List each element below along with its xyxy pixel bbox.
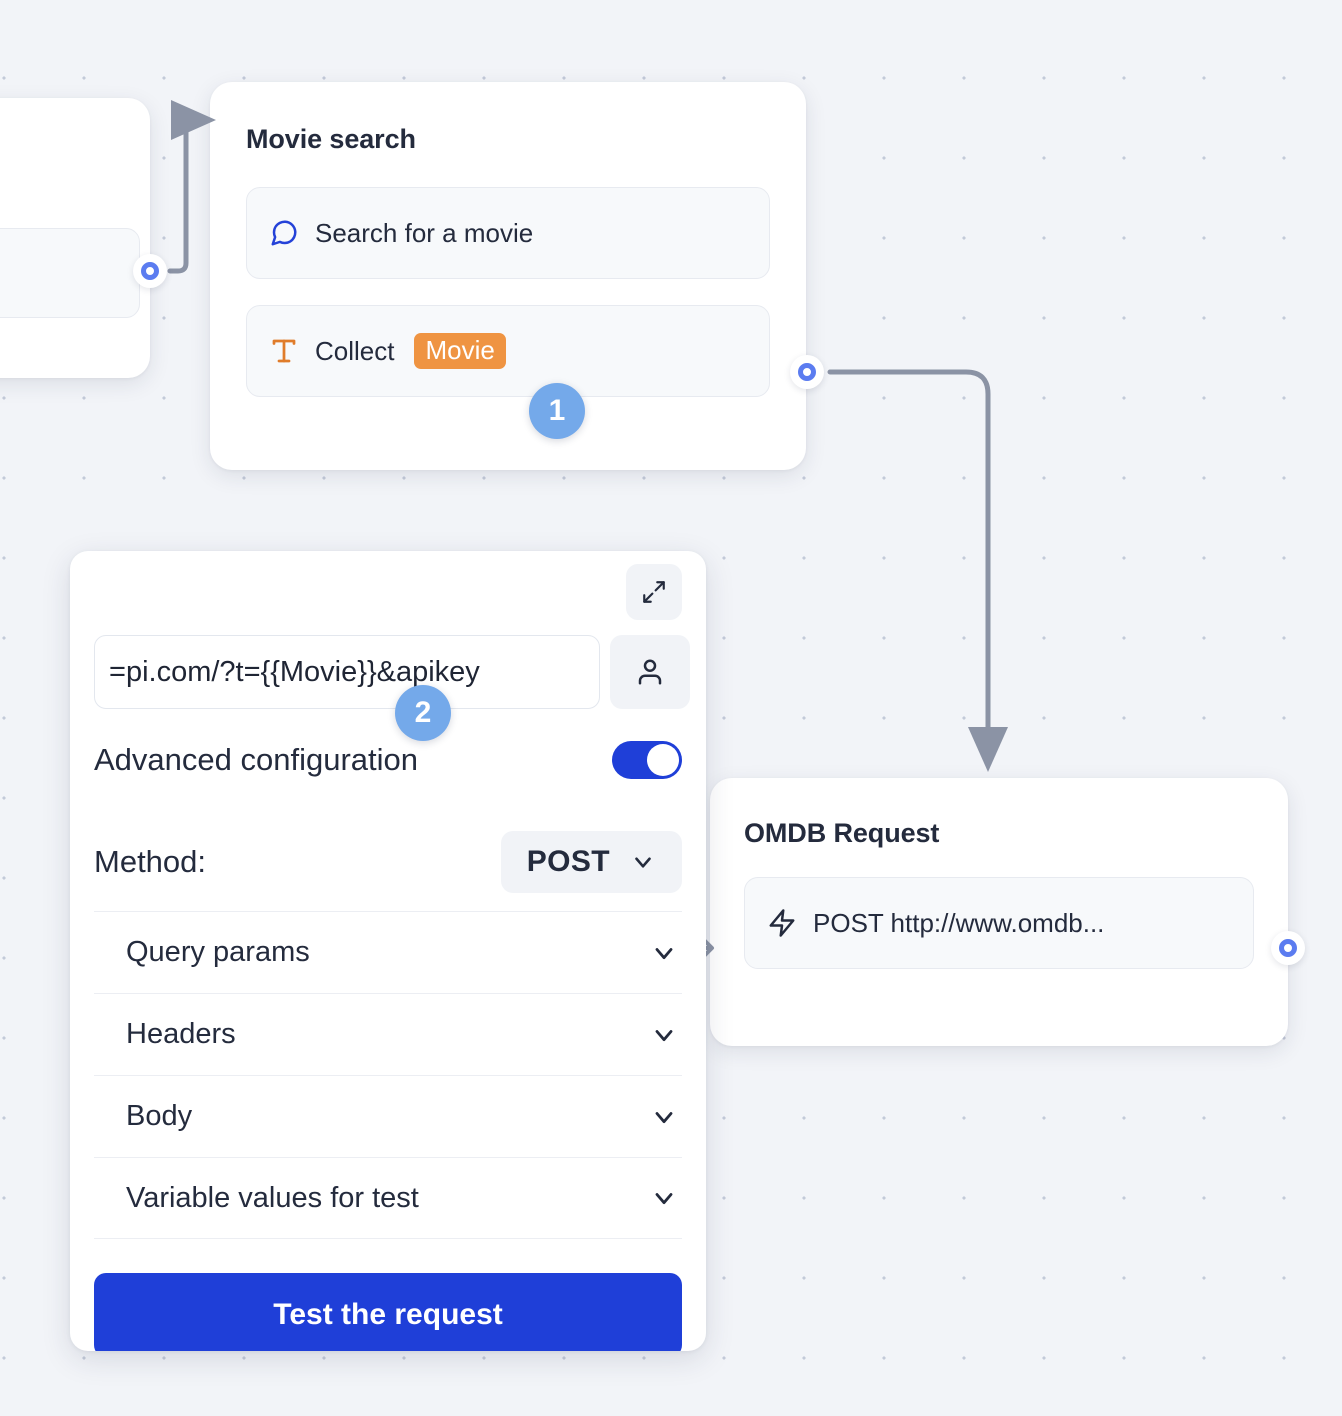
edge-movie-to-omdb xyxy=(827,369,1008,772)
expand-diagonal-icon-button[interactable] xyxy=(626,564,682,620)
node-title-movie-search: Movie search xyxy=(246,124,416,154)
variable-token-movie[interactable]: Movie xyxy=(414,332,506,370)
node-row-omdb-post[interactable]: POST http://www.omdb... xyxy=(744,877,1254,969)
node-row-label-omdb: POST http://www.omdb... xyxy=(813,907,1105,938)
chevron-down-icon[interactable] xyxy=(650,1103,678,1131)
chevron-down-icon[interactable] xyxy=(650,1184,678,1212)
method-value: POST xyxy=(526,845,610,878)
accordion-label-body: Body xyxy=(126,1100,193,1132)
person-icon-button[interactable] xyxy=(610,635,690,709)
step-badge-1: 1 xyxy=(529,383,585,439)
url-row[interactable] xyxy=(94,635,690,709)
node-card-movie-search[interactable]: Movie search Search for a movie Collect … xyxy=(210,82,806,470)
node-row-label-search: Search for a movie xyxy=(315,217,534,248)
node-title-omdb: OMDB Request xyxy=(744,818,940,848)
accordion-label-headers: Headers xyxy=(126,1018,236,1050)
node-row-search-for-a-movie[interactable]: Search for a movie xyxy=(246,187,770,279)
method-label: Method: xyxy=(94,844,207,879)
step-badge-2: 2 xyxy=(395,685,451,741)
request-config-panel[interactable]: Advanced configuration Method: POST Quer… xyxy=(70,551,706,1351)
zap-icon xyxy=(767,908,797,938)
accordion-item-query-params[interactable]: Query params xyxy=(94,911,682,993)
port-movie-search-output[interactable] xyxy=(790,355,824,389)
port-omdb-output[interactable] xyxy=(1271,931,1305,965)
accordion-item-body[interactable]: Body xyxy=(94,1075,682,1157)
accordion-label-query-params: Query params xyxy=(126,936,310,968)
accordion-label-variable-values: Variable values for test xyxy=(126,1181,419,1214)
method-row: Method: POST xyxy=(94,831,682,893)
node-row-partial[interactable] xyxy=(0,228,140,318)
node-card-omdb-request[interactable]: OMDB Request POST http://www.omdb... xyxy=(710,778,1288,1046)
node-row-label-collect: Collect xyxy=(315,335,395,366)
accordion-item-variable-values[interactable]: Variable values for test xyxy=(94,1157,682,1239)
chevron-down-icon[interactable] xyxy=(650,939,678,967)
accordion-item-headers[interactable]: Headers xyxy=(94,993,682,1075)
node-card-partial[interactable] xyxy=(0,98,150,378)
chevron-down-icon xyxy=(630,849,656,875)
config-accordion: Query params Headers Body xyxy=(94,911,682,1239)
method-select[interactable]: POST xyxy=(500,831,682,893)
advanced-configuration-toggle[interactable] xyxy=(612,741,682,779)
expand-diagonal-icon xyxy=(643,581,665,603)
message-bubble-icon xyxy=(269,218,299,248)
node-row-collect-movie[interactable]: Collect Movie xyxy=(246,305,770,397)
advanced-configuration-label: Advanced configuration xyxy=(94,742,419,777)
person-icon xyxy=(638,659,662,685)
advanced-configuration-row[interactable]: Advanced configuration xyxy=(94,741,682,779)
test-the-request-button[interactable]: Test the request xyxy=(94,1273,682,1351)
request-url-input[interactable] xyxy=(94,635,600,709)
port-start-output[interactable] xyxy=(133,254,167,288)
edge-start-to-movie xyxy=(167,100,216,274)
chevron-down-icon[interactable] xyxy=(650,1021,678,1049)
text-type-icon xyxy=(269,336,299,366)
